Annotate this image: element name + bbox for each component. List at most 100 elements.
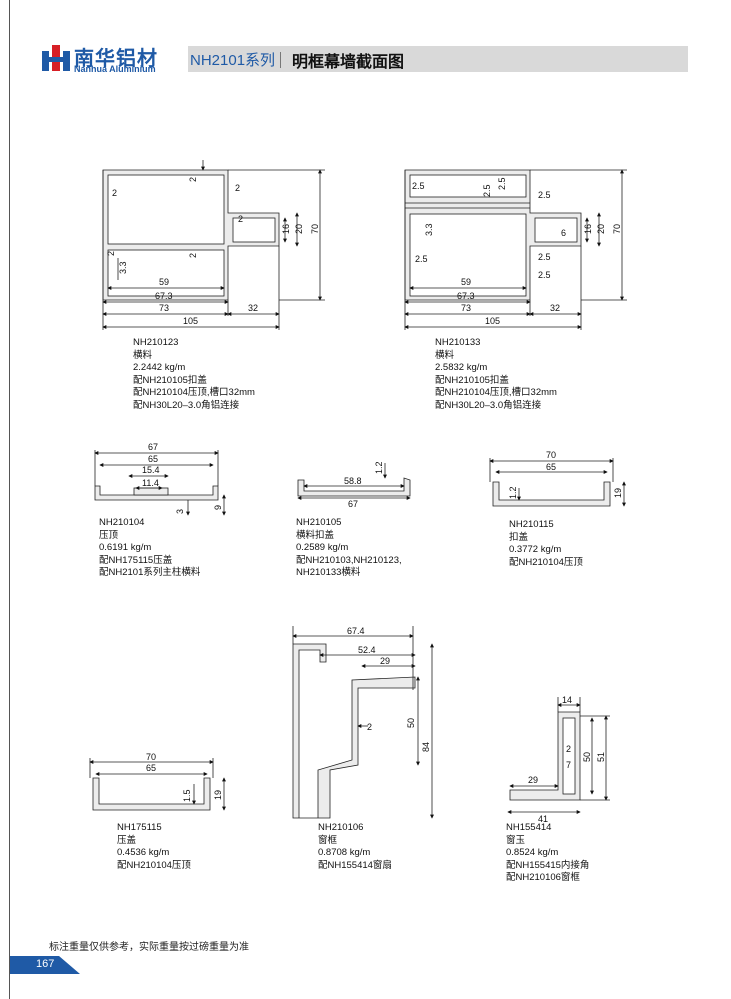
dim-label: 2 <box>188 253 198 258</box>
dim-label: 19 <box>213 790 223 800</box>
profile-weight: 0.6191 kg/m <box>99 542 152 553</box>
dim-label: 19 <box>613 488 623 498</box>
profile-weight: 0.2589 kg/m <box>296 542 349 553</box>
profile-drawing-nh210106 <box>292 626 434 819</box>
dim-label: 3.3 <box>424 223 434 236</box>
dim-label: 41 <box>538 814 548 824</box>
profile-note: 配NH155415内接角 <box>506 859 590 871</box>
profile-caption-nh210115: NH210115 扣盖 0.3772 kg/m 配NH210104压顶 <box>509 519 583 569</box>
profile-type: 横料 <box>435 349 455 361</box>
profile-caption-nh210133: NH210133 横料 2.5832 kg/m 配NH210105扣盖 配NH2… <box>435 337 557 412</box>
dim-label: 16 <box>583 224 593 234</box>
dim-label: 51 <box>596 752 606 762</box>
dim-label: 29 <box>528 775 538 785</box>
profile-type: 窗玉 <box>506 834 526 846</box>
profile-note: 配NH30L20–3.0角铝连接 <box>435 399 542 411</box>
profile-note: 配NH210104压顶 <box>117 859 191 871</box>
dim-label: 73 <box>461 303 471 313</box>
dim-label: 6 <box>561 228 566 238</box>
dim-label: 3 <box>175 509 185 514</box>
profile-weight: 2.5832 kg/m <box>435 362 488 373</box>
brand-name-cn: 南华铝材 <box>74 48 158 70</box>
profile-drawing-nh210115 <box>489 458 626 507</box>
page-title: 明框幕墙截面图 <box>292 54 405 71</box>
profile-note: 配NH30L20–3.0角铝连接 <box>133 399 240 411</box>
dim-label: 67 <box>348 499 358 509</box>
profile-drawing-nh210133 <box>404 169 627 330</box>
dim-label: 3.3 <box>118 261 128 274</box>
profile-code: NH210115 <box>509 519 554 530</box>
dim-label: 1.2 <box>508 486 518 499</box>
dim-label: 2.5 <box>538 190 551 200</box>
dim-label: 1.2 <box>374 461 384 474</box>
profile-weight: 0.3772 kg/m <box>509 544 562 555</box>
dim-label: 11.4 <box>142 478 159 488</box>
profile-note: 配NH210104压顶,槽口32mm <box>133 387 255 398</box>
dim-label: 70 <box>310 224 320 234</box>
dim-label: 2.5 <box>538 252 551 262</box>
brand-logo-icon <box>42 45 70 71</box>
page-number: 167 <box>36 958 55 970</box>
dim-label: 65 <box>146 763 156 773</box>
profile-caption-nh155414: NH155414 窗玉 0.8524 kg/m 配NH155415内接角 配NH… <box>506 822 589 885</box>
dim-label: 58.8 <box>344 476 362 486</box>
profile-note: 配NH2101系列主柱横料 <box>99 567 201 578</box>
profile-note: NH210133横料 <box>296 567 361 578</box>
dim-label: 50 <box>406 718 416 728</box>
dim-label: 16 <box>281 224 291 234</box>
dim-label: 20 <box>294 224 304 234</box>
page-number-tab <box>10 956 80 974</box>
profile-note: 配NH175115压盖 <box>99 554 173 566</box>
profile-code: NH210104 <box>99 517 145 528</box>
profile-code: NH210133 <box>435 337 481 348</box>
dim-label: 32 <box>550 303 560 313</box>
profile-drawing-nh175115 <box>89 758 226 811</box>
dim-label: 2 <box>367 722 372 732</box>
dim-label: 67.4 <box>347 626 365 636</box>
profile-code: NH210106 <box>318 822 364 833</box>
dimension-labels: 2 2 2 2 3.3 2 2 59 67.3 73 32 105 16 20 … <box>106 177 623 824</box>
dim-label: 2 <box>188 177 198 182</box>
dim-label: 50 <box>582 752 592 762</box>
header-band <box>188 46 688 72</box>
profile-caption-nh175115: NH175115 压盖 0.4536 kg/m 配NH210104压顶 <box>117 822 191 872</box>
profile-type: 压盖 <box>117 834 137 846</box>
profile-type: 扣盖 <box>509 531 529 543</box>
page-edge-line <box>9 0 10 999</box>
dim-label: 2 <box>106 251 116 256</box>
profile-code: NH175115 <box>117 822 162 833</box>
dim-label: 105 <box>183 316 198 326</box>
profile-note: 配NH210104压顶,槽口32mm <box>435 387 557 398</box>
profile-type: 压顶 <box>99 529 119 541</box>
dim-label: 32 <box>248 303 258 313</box>
dim-label: 2.5 <box>538 270 551 280</box>
dim-label: 14 <box>562 695 572 705</box>
dim-label: 9 <box>213 505 223 510</box>
profile-weight: 2.2442 kg/m <box>133 362 186 373</box>
profile-type: 窗框 <box>318 834 338 846</box>
profile-code: NH210123 <box>133 337 179 348</box>
profile-note: 配NH210103,NH210123, <box>296 554 402 566</box>
dim-label: 2 <box>112 188 117 198</box>
dim-label: 105 <box>485 316 500 326</box>
dim-label: 7 <box>566 760 571 770</box>
profile-weight: 0.4536 kg/m <box>117 847 170 858</box>
profile-note: 配NH210105扣盖 <box>435 374 509 386</box>
profile-weight: 0.8524 kg/m <box>506 847 559 858</box>
profile-drawing-nh155414 <box>507 697 610 814</box>
brand-name-en: Nanhua Aluminium <box>74 64 156 74</box>
profile-caption-nh210104: NH210104 压顶 0.6191 kg/m 配NH175115压盖 配NH2… <box>99 517 200 580</box>
profile-drawing-nh210123 <box>102 160 325 330</box>
dim-label: 1.5 <box>182 789 192 802</box>
profile-note: 配NH210104压顶 <box>509 556 583 568</box>
dim-label: 67 <box>148 442 158 452</box>
dim-label: 2.5 <box>482 184 492 197</box>
profile-note: 配NH210105扣盖 <box>133 374 207 386</box>
dim-label: 73 <box>159 303 169 313</box>
dim-label: 84 <box>421 742 431 752</box>
profile-caption-nh210105: NH210105 横料扣盖 0.2589 kg/m 配NH210103,NH21… <box>296 517 402 580</box>
profile-note: 配NH210106窗框 <box>506 872 580 883</box>
profile-drawing-nh210104 <box>94 450 226 516</box>
profile-caption-nh210123: NH210123 横料 2.2442 kg/m 配NH210105扣盖 配NH2… <box>133 337 255 412</box>
